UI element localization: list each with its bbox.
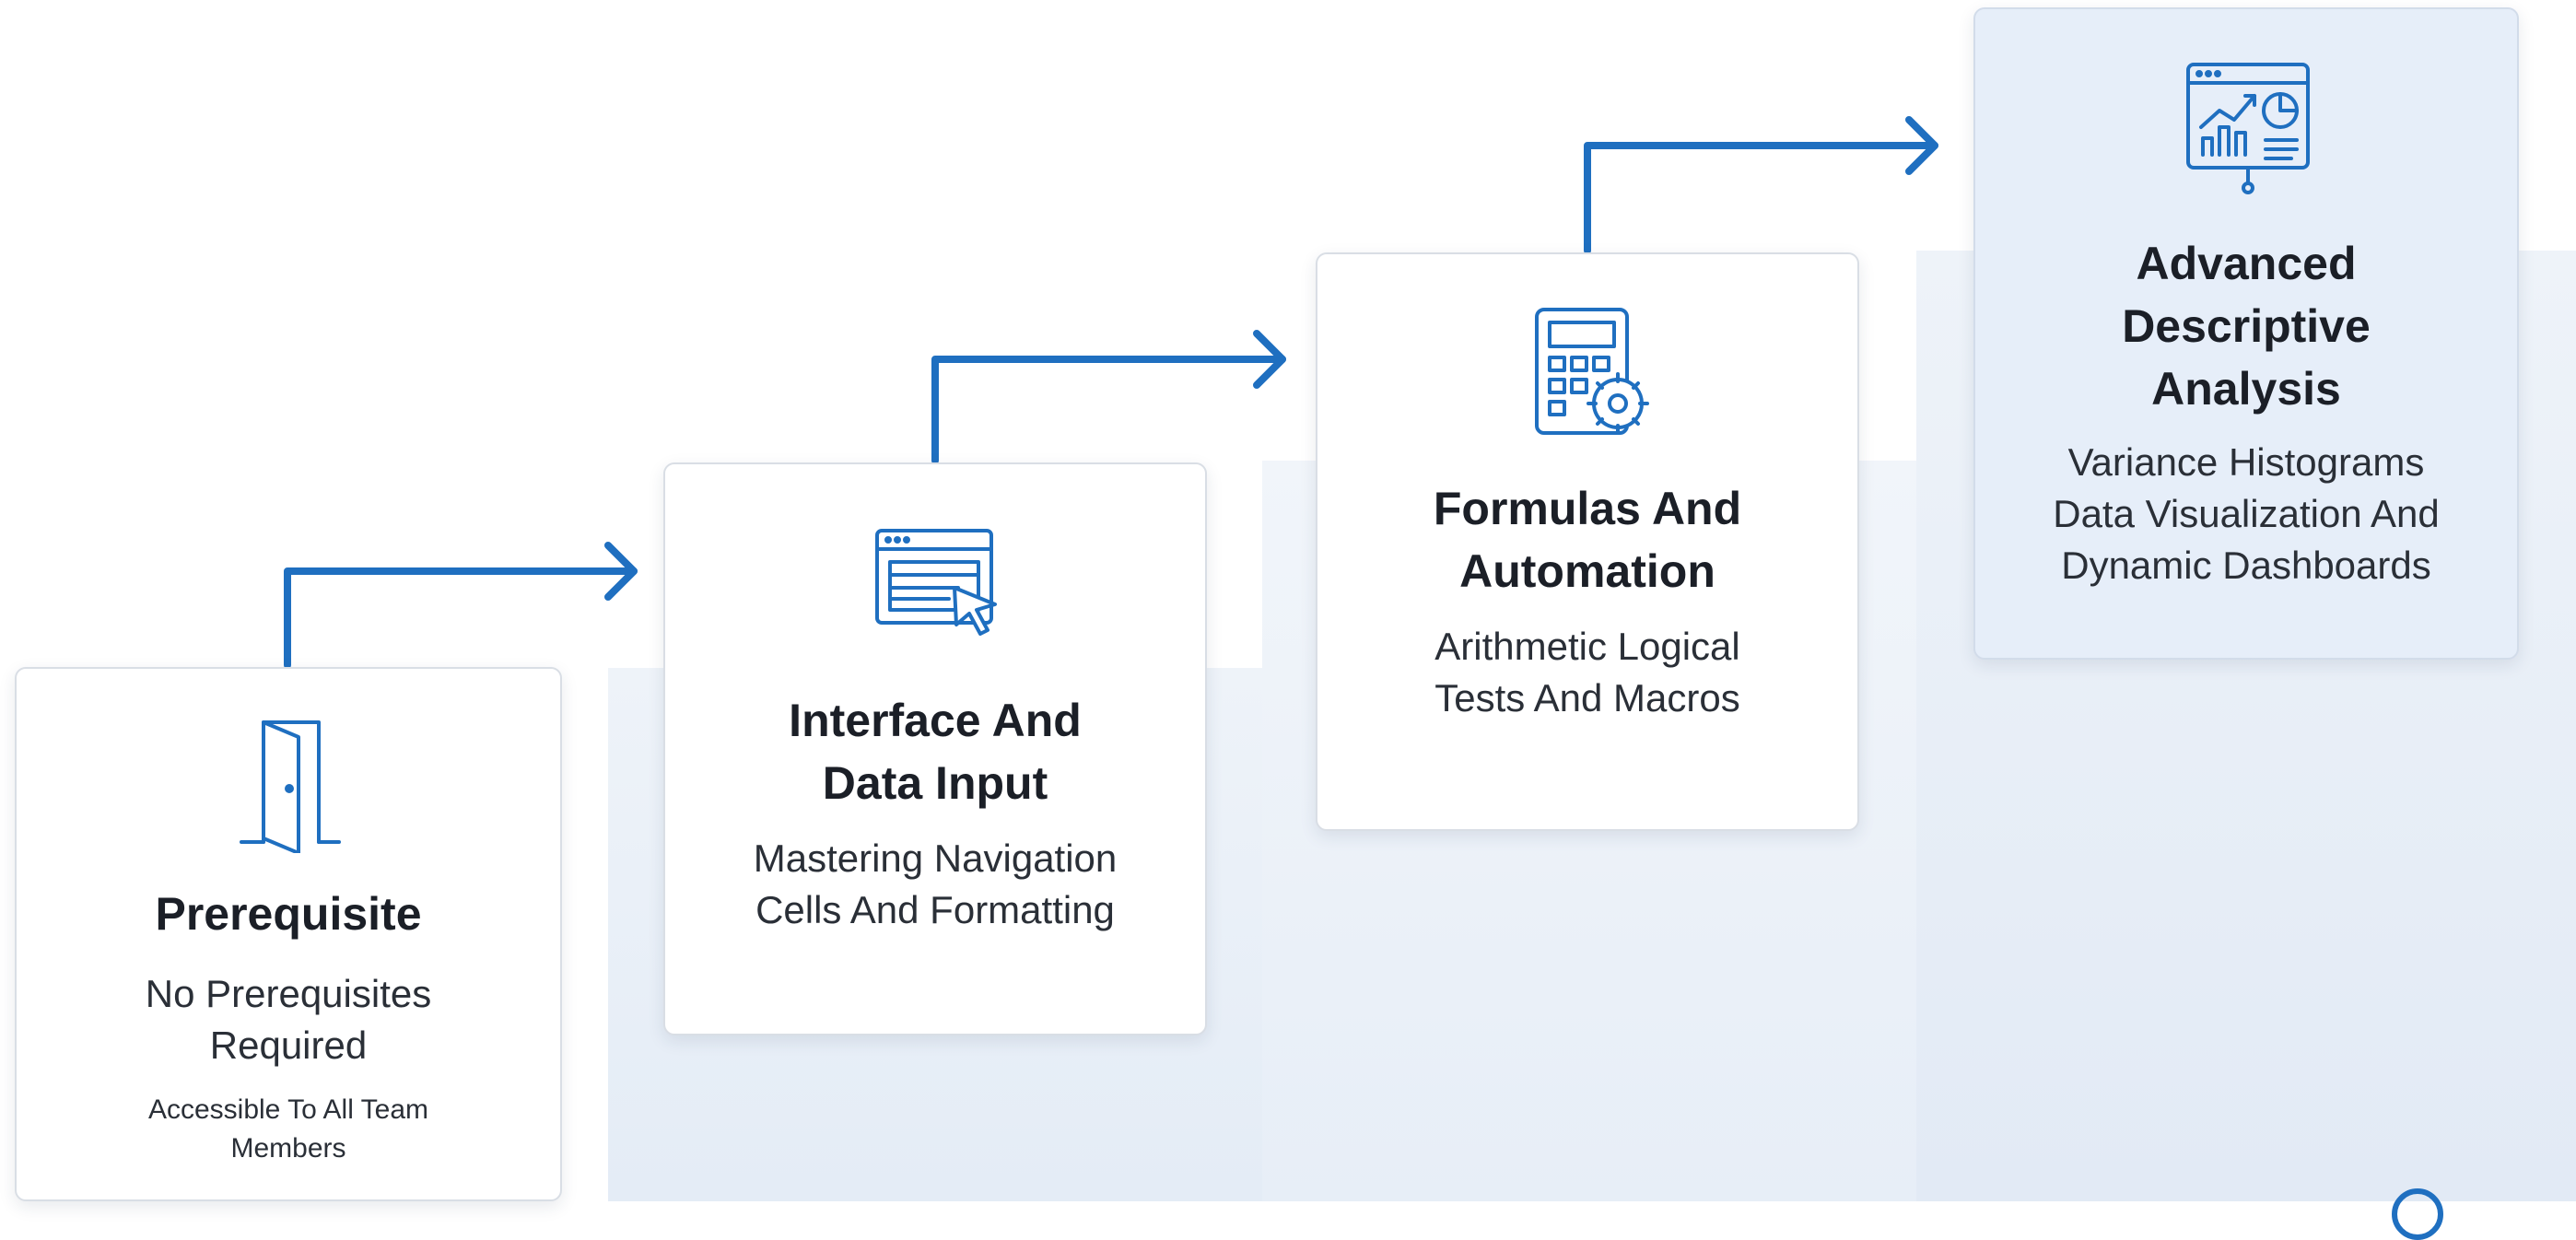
step-description: Mastering Navigation Cells And Formattin…	[753, 836, 1118, 931]
step-title: Advanced Descriptive Analysis	[2122, 238, 2371, 415]
connector-arrow-3	[1584, 142, 1938, 254]
door-icon	[240, 720, 341, 853]
step-card-advanced: Advanced Descriptive Analysis Variance H…	[1973, 7, 2519, 660]
step-title: Prerequisite	[155, 888, 422, 940]
step-description: Variance Histograms Data Visualization A…	[2053, 440, 2440, 587]
window-cursor-icon	[875, 529, 997, 636]
connector-arrow-2-head	[1253, 330, 1286, 389]
dashboard-chart-icon	[2186, 63, 2310, 194]
connector-arrow-2	[931, 356, 1286, 464]
step-description: Arithmetic Logical Tests And Macros	[1434, 625, 1740, 719]
step-title: Interface And Data Input	[789, 695, 1082, 809]
corner-mark-icon	[2392, 1188, 2443, 1240]
connector-arrow-3-head	[1905, 116, 1938, 175]
step-note: Accessible To All Team Members	[147, 1094, 429, 1164]
connector-arrow-1	[284, 567, 638, 669]
connector-arrows	[284, 116, 1938, 669]
step-card-formulas: Formulas And Automation Arithmetic Logic…	[1316, 252, 1859, 831]
step-title: Formulas And Automation	[1433, 483, 1742, 597]
calculator-gear-icon	[1535, 308, 1649, 435]
step-description: No Prerequisites Required	[145, 972, 432, 1067]
connector-arrow-1-head	[604, 542, 638, 601]
step-card-prerequisite: Prerequisite No Prerequisites Required A…	[15, 667, 562, 1201]
step-card-interface: Interface And Data Input Mastering Navig…	[663, 462, 1207, 1035]
